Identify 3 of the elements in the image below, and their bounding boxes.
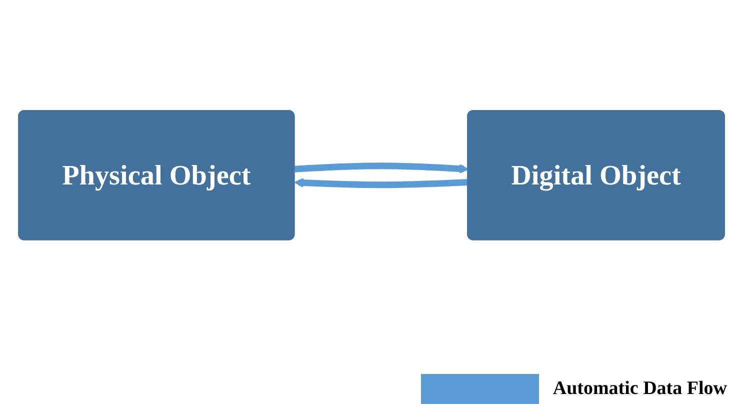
arrow — [294, 178, 468, 188]
arrow — [294, 162, 469, 174]
legend-label: Automatic Data Flow — [552, 378, 727, 400]
